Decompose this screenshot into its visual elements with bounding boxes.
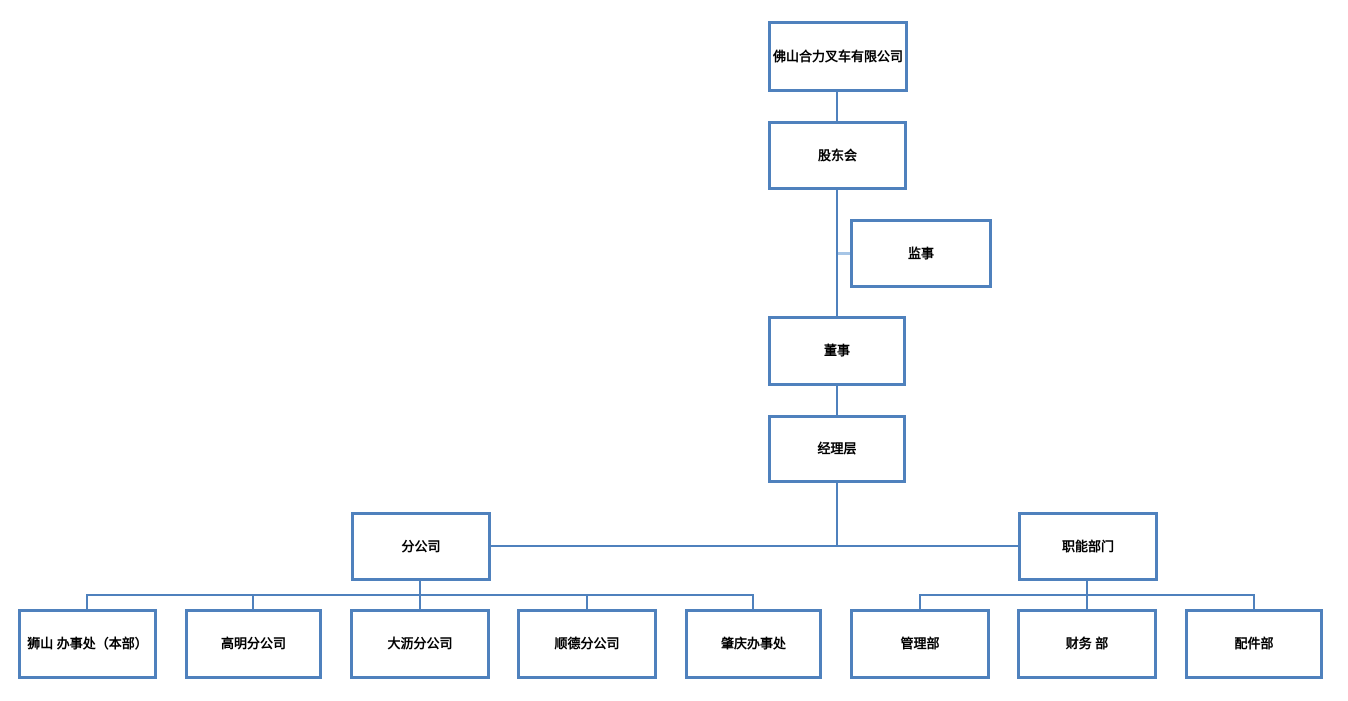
connector-company-shareholders — [836, 92, 838, 121]
org-node-gaoming-branch-label: 高明分公司 — [220, 636, 286, 652]
org-node-parts-dept: 配件部 — [1185, 609, 1323, 679]
org-node-shishan-office-label: 狮山 办事处（本部） — [27, 636, 148, 652]
connector-management-downstem — [836, 483, 838, 547]
org-node-shunde-branch-label: 顺德分公司 — [554, 636, 620, 652]
org-node-dali-branch-label: 大沥分公司 — [387, 636, 453, 652]
org-node-functions: 职能部门 — [1018, 512, 1158, 581]
org-node-company-label: 佛山合力叉车有限公司 — [773, 48, 904, 64]
connector-functions-downstem — [1086, 581, 1088, 596]
org-node-supervisor: 监事 — [850, 219, 992, 288]
connector-director-management — [836, 386, 838, 415]
org-node-shishan-office: 狮山 办事处（本部） — [18, 609, 157, 679]
org-node-director: 董事 — [768, 316, 906, 386]
org-node-finance-dept: 财务 部 — [1017, 609, 1157, 679]
org-node-company: 佛山合力叉车有限公司 — [768, 21, 908, 92]
org-node-shareholders-label: 股东会 — [817, 147, 857, 163]
org-node-admin-dept-label: 管理部 — [900, 636, 940, 652]
org-node-gaoming-branch: 高明分公司 — [185, 609, 322, 679]
org-node-management-label: 经理层 — [817, 441, 857, 457]
org-node-parts-dept-label: 配件部 — [1234, 636, 1274, 652]
org-node-branches-label: 分公司 — [401, 538, 441, 554]
connector-stub-parts-dept — [1253, 595, 1255, 609]
connector-branches-functions-crossbar — [491, 545, 1018, 547]
org-node-supervisor-label: 监事 — [907, 245, 934, 261]
org-node-admin-dept: 管理部 — [850, 609, 990, 679]
connector-trunk-supervisor — [838, 252, 850, 255]
connector-shareholders-director — [836, 190, 838, 316]
org-node-director-label: 董事 — [823, 343, 850, 359]
org-node-zhaoqing-office-label: 肇庆办事处 — [720, 636, 786, 652]
connector-stub-zhaoqing-office — [752, 595, 754, 609]
connector-stub-dali-branch — [419, 595, 421, 609]
connector-branches-downstem — [419, 581, 421, 596]
org-node-shareholders: 股东会 — [768, 121, 907, 190]
org-node-dali-branch: 大沥分公司 — [350, 609, 490, 679]
org-node-finance-dept-label: 财务 部 — [1065, 636, 1109, 652]
org-node-zhaoqing-office: 肇庆办事处 — [685, 609, 822, 679]
connector-stub-shishan-office — [86, 595, 88, 609]
connector-stub-admin-dept — [919, 595, 921, 609]
org-node-management: 经理层 — [768, 415, 906, 483]
org-node-branches: 分公司 — [351, 512, 491, 581]
org-node-functions-label: 职能部门 — [1061, 538, 1114, 554]
connector-stub-finance-dept — [1086, 595, 1088, 609]
org-node-shunde-branch: 顺德分公司 — [517, 609, 657, 679]
connector-stub-shunde-branch — [586, 595, 588, 609]
connector-stub-gaoming-branch — [252, 595, 254, 609]
